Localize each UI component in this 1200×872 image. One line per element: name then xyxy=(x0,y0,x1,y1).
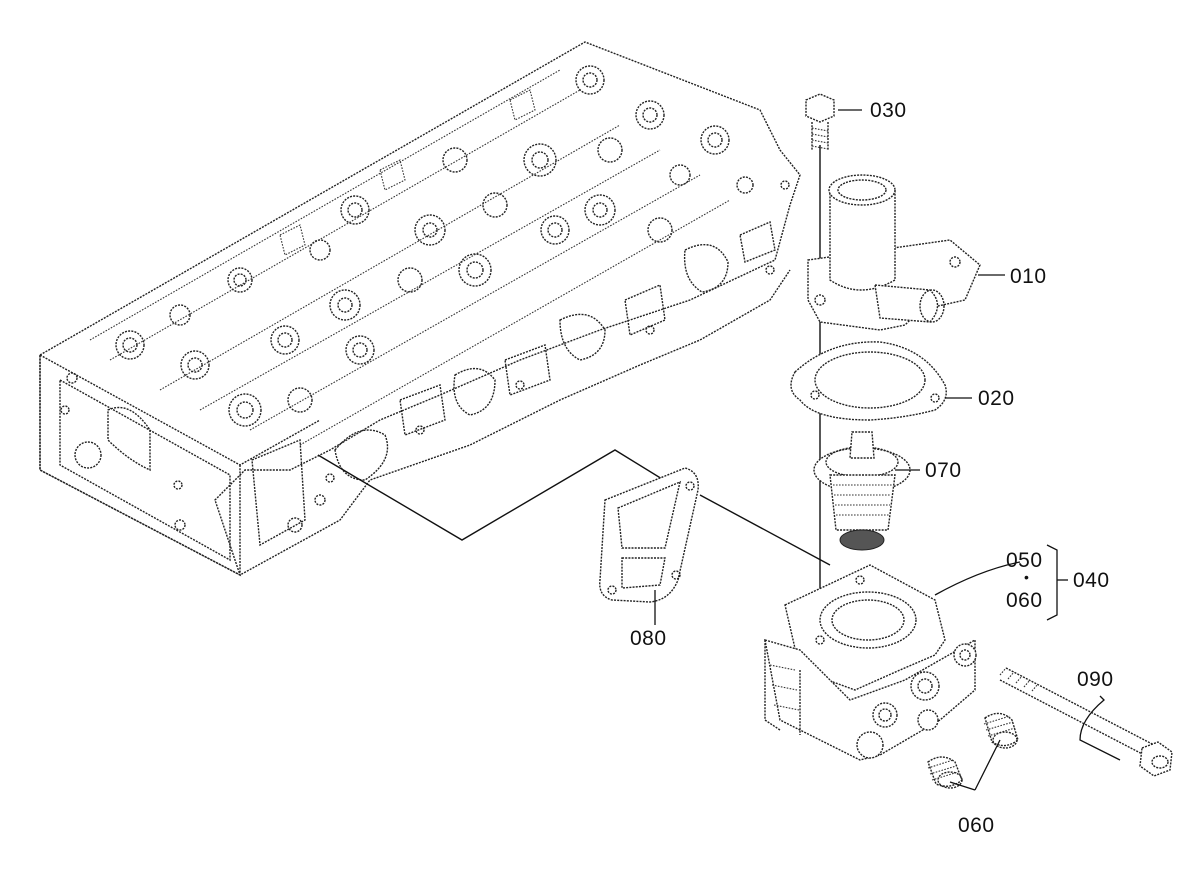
part-label-080: 080 xyxy=(630,627,667,650)
thermostat-cover-010 xyxy=(807,174,981,331)
part-label-060-upper: 060 xyxy=(1006,589,1043,612)
thermostat-070 xyxy=(813,431,911,551)
plug-060-upper xyxy=(983,712,1019,749)
gasket-020 xyxy=(790,341,947,421)
cylinder-head xyxy=(39,41,801,577)
assembly-guide-lines xyxy=(317,145,831,640)
separator-dot: • xyxy=(1024,569,1030,585)
plug-060-lower xyxy=(927,756,963,789)
part-label-070: 070 xyxy=(925,459,962,482)
part-label-050: 050 xyxy=(1006,549,1043,572)
part-label-040: 040 xyxy=(1073,569,1110,592)
thermostat-housing-040 xyxy=(764,564,977,761)
leader-lines xyxy=(654,109,1121,791)
part-label-090: 090 xyxy=(1077,668,1114,691)
part-label-030: 030 xyxy=(870,99,907,122)
gasket-080 xyxy=(599,467,699,603)
bolt-090 xyxy=(999,667,1173,777)
part-label-060-lower: 060 xyxy=(958,814,995,837)
part-label-020: 020 xyxy=(978,387,1015,410)
bolt-030 xyxy=(805,93,835,150)
part-label-010: 010 xyxy=(1010,265,1047,288)
